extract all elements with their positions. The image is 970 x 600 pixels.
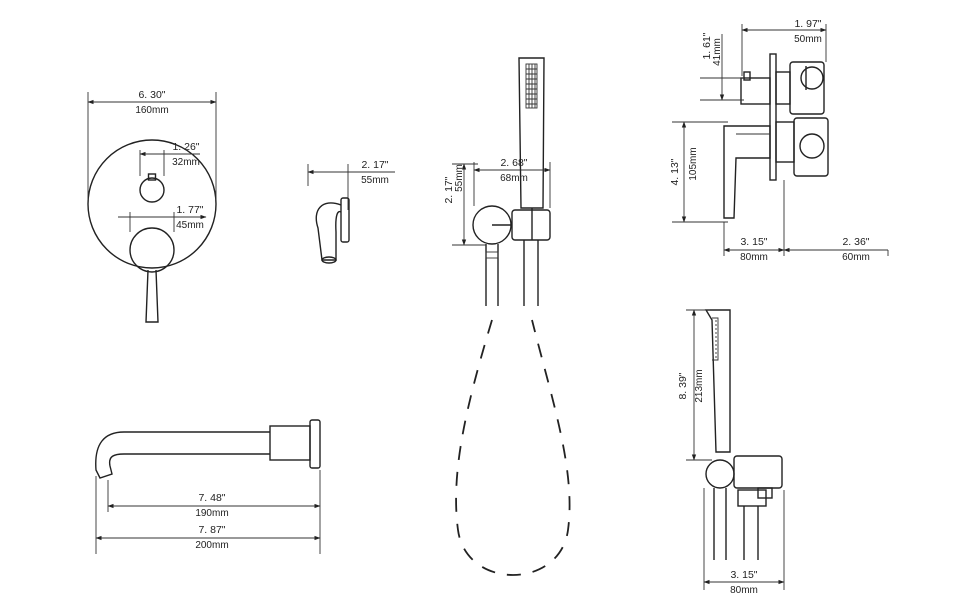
outlet-flange: [340, 197, 350, 243]
holder-width-in-label: 2. 68": [500, 157, 527, 169]
spout-total-mm-label: 200mm: [195, 540, 228, 551]
knob-small-mm-label: 32mm: [172, 157, 200, 168]
side-height-in-label: 4. 13": [669, 158, 681, 185]
valve-side-view: 1. 97" 50mm 1. 61" 41mm 4. 13" 105mm 3. …: [669, 18, 889, 263]
holder-height-in-label: 2. 17": [443, 176, 455, 203]
side-front-mm-label: 80mm: [740, 252, 768, 263]
holder-bracket: [511, 209, 551, 241]
hose-connector: [485, 251, 499, 259]
hose-left: [485, 244, 499, 306]
side-back-in-label: 2. 36": [842, 236, 869, 248]
side-top-in-label: 1. 97": [794, 18, 821, 30]
spout-inner-mm-label: 190mm: [195, 508, 228, 519]
spout-flange: [309, 419, 321, 469]
mixer-lever: [145, 269, 159, 323]
knob-large-in-label: 1. 77": [176, 204, 203, 216]
hose-right: [523, 240, 539, 306]
spray-face-holes: [526, 64, 537, 108]
spray-face: [525, 63, 538, 109]
bracket-spray-outline: [712, 317, 719, 361]
spout-inner-in-label: 7. 48": [198, 492, 225, 504]
outlet-depth-in-label: 2. 17": [361, 159, 388, 171]
hand-shower-view: 2. 68" 68mm 2. 17" 55mm: [443, 57, 571, 576]
mixer-handle-base: [129, 227, 175, 273]
side-top-mm-label: 50mm: [794, 34, 822, 45]
side-valve-stem-upper: [775, 71, 791, 105]
bracket-hose-right: [743, 506, 759, 560]
shower-height-in-label: 8. 39": [677, 372, 689, 399]
side-lower-port: [799, 133, 825, 159]
side-valve-stem-lower: [775, 121, 795, 163]
diverter-knob: [139, 177, 165, 203]
side-height-mm-label: 105mm: [688, 147, 699, 180]
bracket-nut: [757, 487, 773, 499]
holder-height-mm-label: 55mm: [454, 164, 465, 192]
knob-large-mm-label: 45mm: [176, 220, 204, 231]
hose-dashed-loop: [455, 319, 571, 576]
side-mixer-lever: [723, 125, 771, 219]
holder-width-mm-label: 68mm: [500, 173, 528, 184]
bracket-holder: [733, 455, 783, 489]
outlet-depth-mm-label: 55mm: [361, 175, 389, 186]
bracket-hose-left: [713, 488, 727, 560]
side-upper-port: [800, 66, 824, 90]
hand-shower-body: [518, 57, 545, 209]
side-small-in-label: 1. 61": [701, 32, 713, 59]
spout-collar: [269, 425, 311, 461]
plate-width-mm-label: 160mm: [135, 105, 168, 116]
side-diverter-cap: [743, 71, 751, 81]
spout-total-in-label: 7. 87": [198, 524, 225, 536]
wall-outlet-view: 2. 17" 55mm: [307, 159, 395, 264]
bracket-shower-body: [704, 309, 731, 453]
plate-width-in-label: 6. 30": [138, 89, 165, 101]
side-front-in-label: 3. 15": [740, 236, 767, 248]
bath-spout-view: 7. 48" 190mm 7. 87" 200mm: [95, 419, 321, 554]
side-valve-body-lower: [793, 117, 829, 177]
outlet-elbow: [315, 202, 342, 261]
spout-body: [95, 431, 270, 479]
side-back-mm-label: 60mm: [842, 252, 870, 263]
bracket-width-mm-label: 80mm: [730, 585, 758, 596]
side-diverter-knob: [740, 77, 771, 105]
diverter-knob-top: [147, 173, 157, 181]
shower-bracket-view: 8. 39" 213mm 3. 15" 80mm: [677, 309, 785, 596]
side-small-mm-label: 41mm: [712, 38, 723, 66]
side-wall-plate: [769, 53, 777, 181]
trim-plate-outline: [87, 139, 217, 269]
bracket-width-in-label: 3. 15": [730, 569, 757, 581]
knob-small-in-label: 1. 26": [172, 141, 199, 153]
side-valve-body-upper: [789, 61, 825, 115]
outlet-opening: [321, 256, 337, 264]
front-trim-plate-view: 6. 30" 160mm 1. 26" 32mm 1. 77" 45mm: [87, 89, 217, 323]
bracket-wall-disc: [705, 459, 735, 489]
shower-height-mm-label: 213mm: [694, 369, 705, 402]
